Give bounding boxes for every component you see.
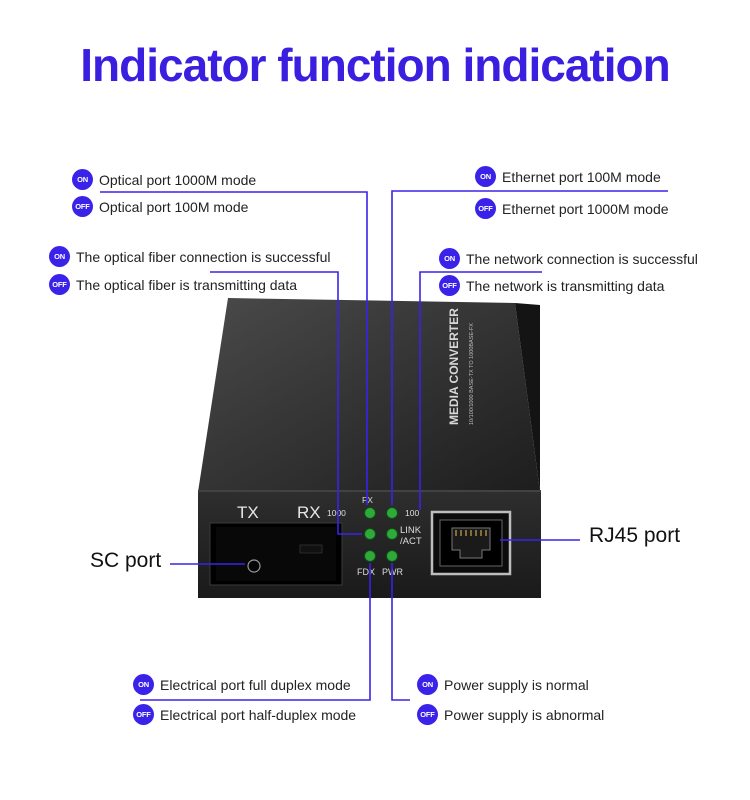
label-optical-1000: ON Optical port 1000M mode <box>72 169 256 190</box>
label-optical-100: OFF Optical port 100M mode <box>72 196 248 217</box>
led-100-label: 100 <box>405 508 419 518</box>
on-badge-icon: ON <box>49 246 70 267</box>
led-act-label: /ACT <box>400 536 422 547</box>
label-text: Optical port 1000M mode <box>99 171 257 188</box>
on-badge-icon: ON <box>417 674 438 695</box>
label-text: Electrical port full duplex mode <box>160 676 351 693</box>
off-badge-icon: OFF <box>439 275 460 296</box>
label-text: The network connection is successful <box>466 250 698 267</box>
off-badge-icon: OFF <box>72 196 93 217</box>
on-badge-icon: ON <box>475 166 496 187</box>
led-fx <box>364 507 376 519</box>
off-badge-icon: OFF <box>49 274 70 295</box>
label-fiber-transmitting: OFF The optical fiber is transmitting da… <box>49 274 297 295</box>
media-converter-spec-text: 10/100/1000 BASE-TX TO 1000BASE-FX <box>469 323 475 425</box>
label-full-duplex: ON Electrical port full duplex mode <box>133 674 351 695</box>
label-half-duplex: OFF Electrical port half-duplex mode <box>133 704 356 725</box>
label-text: Electrical port half-duplex mode <box>160 706 357 723</box>
label-network-connection: ON The network connection is successful <box>439 248 698 269</box>
label-text: Ethernet port 100M mode <box>502 168 661 185</box>
on-badge-icon: ON <box>439 248 460 269</box>
page-title: Indicator function indication <box>80 39 670 91</box>
label-text: Power supply is normal <box>444 676 589 693</box>
tx-label: TX <box>237 503 259 522</box>
label-text: The network is transmitting data <box>466 277 665 294</box>
label-power-normal: ON Power supply is normal <box>417 674 589 695</box>
led-pwr <box>386 550 398 562</box>
media-converter-text: MEDIA CONVERTER <box>447 308 461 425</box>
label-text: The optical fiber is transmitting data <box>76 276 297 293</box>
label-ethernet-1000: OFF Ethernet port 1000M mode <box>475 198 669 219</box>
rx-label: RX <box>297 503 321 522</box>
label-power-abnormal: OFF Power supply is abnormal <box>417 704 604 725</box>
led-1000-label: 1000 <box>327 508 346 518</box>
device-top-face <box>198 298 540 492</box>
off-badge-icon: OFF <box>417 704 438 725</box>
on-badge-icon: ON <box>72 169 93 190</box>
label-text: Ethernet port 1000M mode <box>502 200 669 217</box>
leader-lines <box>100 190 668 701</box>
led-link-label: LINK <box>400 525 422 536</box>
label-fiber-connection: ON The optical fiber connection is succe… <box>49 246 330 267</box>
device-top-print: MEDIA CONVERTER 10/100/1000 BASE-TX TO 1… <box>447 308 475 425</box>
label-text: Optical port 100M mode <box>99 198 249 215</box>
label-text: Power supply is abnormal <box>444 706 605 723</box>
off-badge-icon: OFF <box>475 198 496 219</box>
off-badge-icon: OFF <box>133 704 154 725</box>
label-ethernet-100: ON Ethernet port 100M mode <box>475 166 661 187</box>
sc-port-label: SC port <box>90 549 162 572</box>
led-100 <box>386 507 398 519</box>
rj45-port-label: RJ45 port <box>589 524 681 547</box>
label-network-transmitting: OFF The network is transmitting data <box>439 275 664 296</box>
device-side-face <box>515 303 540 492</box>
led-fdx <box>364 550 376 562</box>
sc-port-hole <box>247 559 261 573</box>
led-fdx-label: FDX <box>357 567 375 577</box>
label-text: The optical fiber connection is successf… <box>76 248 331 265</box>
led-link-act <box>386 528 398 540</box>
led-indicators <box>364 507 398 562</box>
on-badge-icon: ON <box>133 674 154 695</box>
led-fiber-link <box>364 528 376 540</box>
